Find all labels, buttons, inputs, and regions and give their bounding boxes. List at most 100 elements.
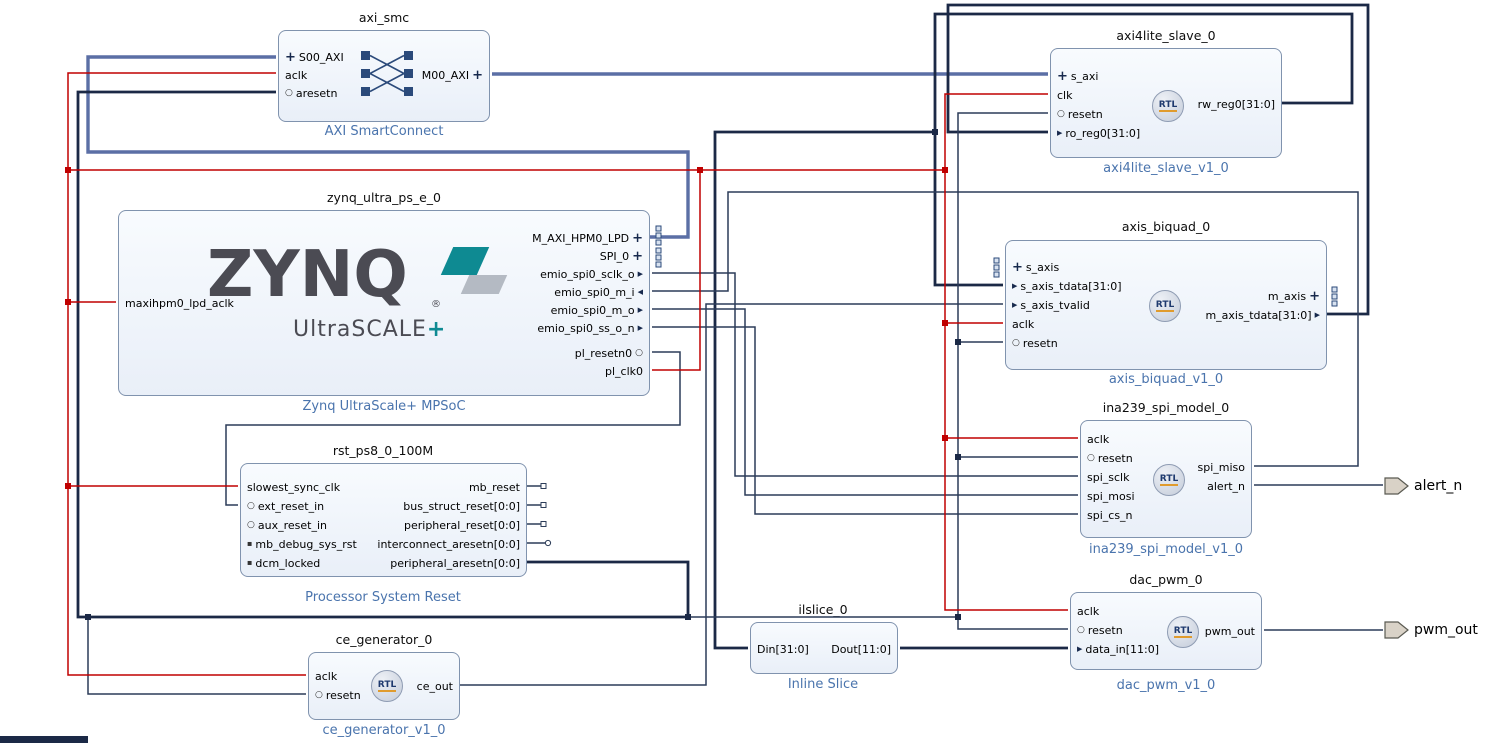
rtl-badge-label: RTL bbox=[1173, 626, 1193, 639]
block-dac-pwm[interactable]: aclk ○resetn ▶data_in[11:0] pwm_out RTL bbox=[1070, 592, 1262, 670]
port-label: spi_mosi bbox=[1087, 489, 1135, 503]
port-label: aclk bbox=[1077, 604, 1100, 618]
port-resetn[interactable]: ○resetn bbox=[1012, 336, 1058, 350]
port-clk[interactable]: clk bbox=[1057, 88, 1072, 102]
block-axis-biquad[interactable]: +s_axis ▶s_axis_tdata[31:0] ▶s_axis_tval… bbox=[1005, 240, 1327, 370]
port-spi-sclk[interactable]: spi_sclk bbox=[1087, 470, 1129, 484]
port-label: s_axi bbox=[1070, 69, 1099, 83]
rtl-badge-label: RTL bbox=[1158, 100, 1178, 113]
port-rw-reg0[interactable]: rw_reg0[31:0] bbox=[1198, 97, 1275, 111]
port-ce-out[interactable]: ce_out bbox=[417, 679, 453, 693]
port-aclk[interactable]: aclk bbox=[1077, 604, 1099, 618]
zynq-gray-parallelogram-icon bbox=[460, 275, 508, 294]
port-label: pwm_out bbox=[1204, 624, 1255, 638]
block-zynq-ultra-ps[interactable]: maxihpm0_lpd_aclk M_AXI_HPM0_LPD+ SPI_0+… bbox=[118, 210, 650, 396]
port-label: Dout[11:0] bbox=[831, 642, 891, 656]
block-ina239-spi-model[interactable]: aclk ○resetn spi_sclk spi_mosi spi_cs_n … bbox=[1080, 420, 1252, 538]
port-spi-0[interactable]: SPI_0+ bbox=[600, 249, 643, 263]
output-arrow-icon: ▶ bbox=[637, 269, 643, 278]
block-ce-generator[interactable]: aclk ○resetn ce_out RTL bbox=[308, 652, 460, 720]
port-slowest-sync-clk[interactable]: slowest_sync_clk bbox=[247, 480, 340, 494]
port-resetn[interactable]: ○resetn bbox=[315, 688, 361, 702]
port-label: pl_clk0 bbox=[604, 364, 643, 378]
active-low-icon: ○ bbox=[247, 500, 255, 511]
port-s00-axi[interactable]: +S00_AXI bbox=[285, 50, 344, 64]
port-dout[interactable]: Dout[11:0] bbox=[831, 642, 891, 656]
port-label: rw_reg0[31:0] bbox=[1197, 97, 1275, 111]
port-spi-mosi[interactable]: spi_mosi bbox=[1087, 489, 1135, 503]
rtl-badge-label: RTL bbox=[377, 680, 397, 693]
output-arrow-icon: ▶ bbox=[637, 305, 643, 314]
registered-mark-icon: ® bbox=[431, 299, 441, 310]
canvas-edge-bar bbox=[0, 736, 88, 743]
port-resetn[interactable]: ○resetn bbox=[1077, 623, 1123, 637]
external-port-label-pwm-out[interactable]: pwm_out bbox=[1414, 622, 1478, 638]
port-aresetn[interactable]: ○aresetn bbox=[285, 86, 337, 100]
port-mb-reset[interactable]: mb_reset bbox=[469, 480, 520, 494]
port-alert-n[interactable]: alert_n bbox=[1207, 479, 1245, 493]
port-s-axis-tvalid[interactable]: ▶s_axis_tvalid bbox=[1012, 298, 1090, 312]
junction-icon bbox=[942, 320, 948, 326]
port-label: ext_reset_in bbox=[257, 499, 325, 513]
port-m00-axi[interactable]: M00_AXI+ bbox=[422, 68, 483, 82]
block-axi4lite-slave[interactable]: +s_axi clk ○resetn ▶ro_reg0[31:0] rw_reg… bbox=[1050, 48, 1282, 158]
external-port-label-alert-n[interactable]: alert_n bbox=[1414, 478, 1463, 494]
port-dcm-locked[interactable]: ▪dcm_locked bbox=[247, 556, 320, 570]
block-ilslice[interactable]: Din[31:0] Dout[11:0] bbox=[750, 622, 898, 674]
external-port-pwm-out-icon[interactable] bbox=[1384, 621, 1409, 639]
type-label-axi4lite-slave: axi4lite_slave_v1_0 bbox=[1103, 161, 1229, 176]
port-aclk[interactable]: aclk bbox=[285, 68, 307, 82]
port-resetn[interactable]: ○resetn bbox=[1057, 107, 1103, 121]
external-port-alert-n-icon[interactable] bbox=[1384, 477, 1409, 495]
block-proc-sys-reset[interactable]: slowest_sync_clk ○ext_reset_in ○aux_rese… bbox=[240, 463, 527, 577]
port-ro-reg0[interactable]: ▶ro_reg0[31:0] bbox=[1057, 126, 1140, 140]
port-m-axis[interactable]: m_axis+ bbox=[1268, 289, 1320, 303]
active-low-icon: ○ bbox=[1087, 452, 1095, 463]
block-title-rst: rst_ps8_0_100M bbox=[332, 443, 434, 458]
port-interconnect-aresetn[interactable]: interconnect_aresetn[0:0] bbox=[377, 537, 520, 551]
port-pwm-out[interactable]: pwm_out bbox=[1205, 624, 1255, 638]
active-low-icon: ○ bbox=[247, 519, 255, 530]
port-label: peripheral_aresetn[0:0] bbox=[390, 556, 520, 570]
junction-icon bbox=[932, 129, 938, 135]
port-mb-debug-sys-rst[interactable]: ▪mb_debug_sys_rst bbox=[247, 537, 357, 551]
rtl-badge-icon: RTL bbox=[1153, 464, 1185, 496]
port-s-axis-tdata[interactable]: ▶s_axis_tdata[31:0] bbox=[1012, 279, 1122, 293]
port-label: spi_cs_n bbox=[1087, 508, 1133, 522]
stub-terminator-icon bbox=[540, 483, 547, 489]
port-aux-reset-in[interactable]: ○aux_reset_in bbox=[247, 518, 327, 532]
net-rw-reg0-branch-to-din[interactable] bbox=[713, 130, 935, 650]
active-low-icon: ○ bbox=[315, 689, 323, 700]
net-resetn-to-ce-generator[interactable] bbox=[87, 617, 306, 695]
net-resetn-right-vertical[interactable] bbox=[957, 112, 1068, 630]
port-din[interactable]: Din[31:0] bbox=[757, 642, 809, 656]
port-bus-struct-reset[interactable]: bus_struct_reset[0:0] bbox=[403, 499, 520, 513]
port-aclk[interactable]: aclk bbox=[315, 669, 337, 683]
port-peripheral-aresetn[interactable]: peripheral_aresetn[0:0] bbox=[390, 556, 520, 570]
input-arrow-icon: ◀ bbox=[637, 287, 643, 296]
port-data-in[interactable]: ▶data_in[11:0] bbox=[1077, 642, 1159, 656]
port-s-axis[interactable]: +s_axis bbox=[1012, 260, 1059, 274]
port-aclk[interactable]: aclk bbox=[1087, 432, 1109, 446]
port-label: aux_reset_in bbox=[257, 518, 327, 532]
net-pl-clk0-source[interactable] bbox=[652, 170, 701, 371]
port-spi-miso[interactable]: spi_miso bbox=[1197, 460, 1245, 474]
zynq-logo: ZYNQ ® UltraSCALE+ bbox=[207, 243, 587, 363]
block-axi-smc[interactable]: +S00_AXI aclk ○aresetn M00_AXI+ bbox=[278, 30, 490, 122]
port-ext-reset-in[interactable]: ○ext_reset_in bbox=[247, 499, 324, 513]
port-aclk[interactable]: aclk bbox=[1012, 317, 1034, 331]
port-spi-cs-n[interactable]: spi_cs_n bbox=[1087, 508, 1133, 522]
port-label: spi_miso bbox=[1197, 460, 1245, 474]
port-label: s_axis_tdata[31:0] bbox=[1020, 279, 1122, 293]
port-s-axi[interactable]: +s_axi bbox=[1057, 69, 1098, 83]
rtl-badge-label: RTL bbox=[1159, 474, 1179, 487]
type-label-ce-generator: ce_generator_v1_0 bbox=[322, 723, 446, 738]
port-label: dcm_locked bbox=[255, 556, 321, 570]
port-m-axis-tdata[interactable]: m_axis_tdata[31:0]▶ bbox=[1205, 308, 1320, 322]
port-pl-clk0[interactable]: pl_clk0 bbox=[605, 364, 643, 378]
port-peripheral-reset[interactable]: peripheral_reset[0:0] bbox=[404, 518, 520, 532]
active-low-icon: ○ bbox=[1077, 624, 1085, 635]
port-label: interconnect_aresetn[0:0] bbox=[377, 537, 520, 551]
port-resetn[interactable]: ○resetn bbox=[1087, 451, 1133, 465]
type-label-ina239: ina239_spi_model_v1_0 bbox=[1089, 542, 1243, 557]
